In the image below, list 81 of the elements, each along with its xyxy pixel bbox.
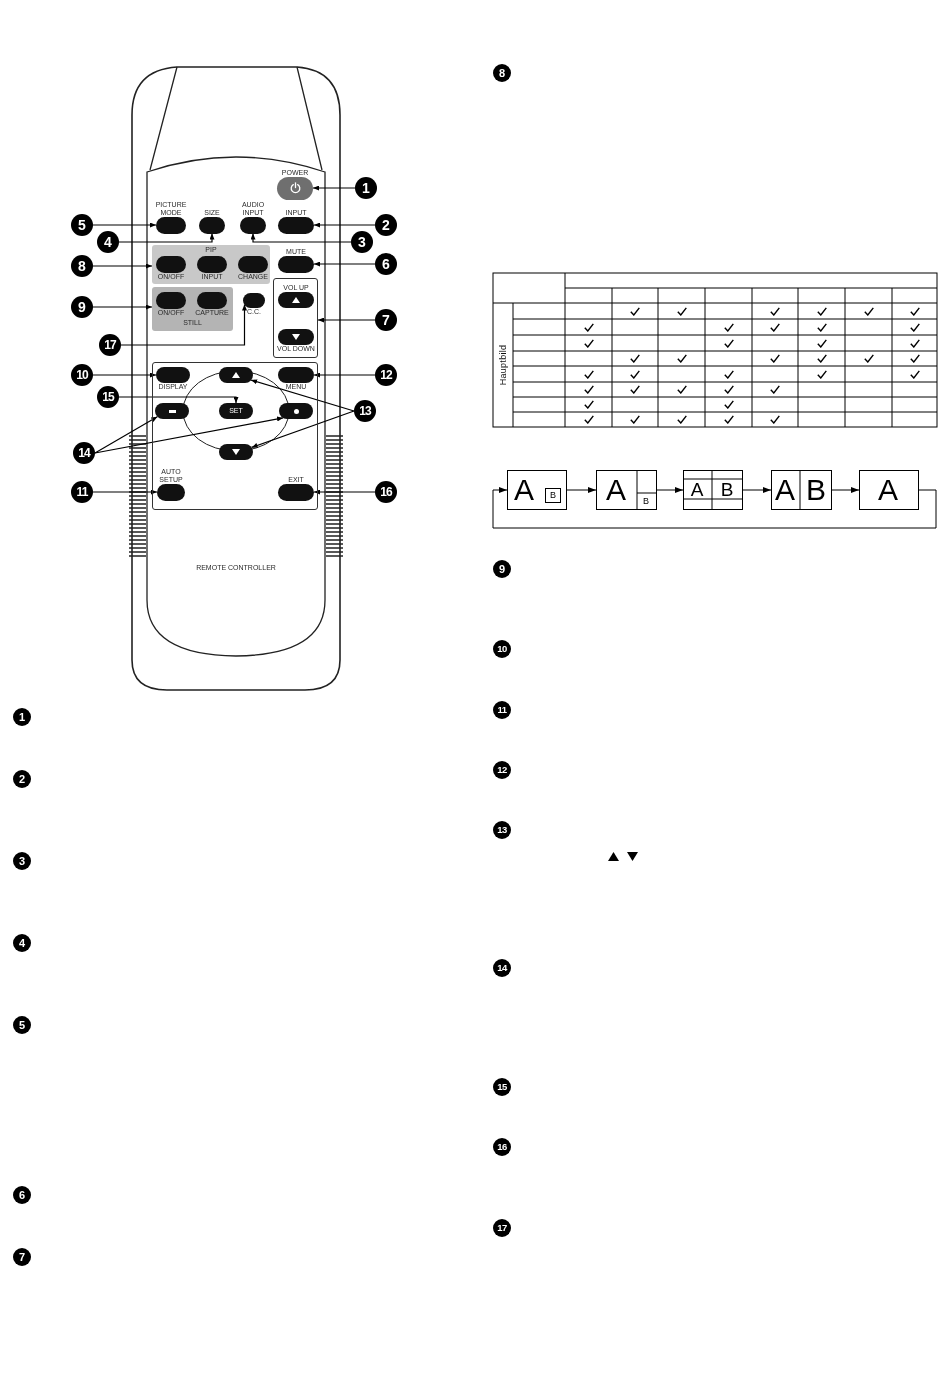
callout-number: 17 (99, 334, 121, 356)
callout-number: 14 (493, 959, 511, 977)
callout-number: 14 (73, 442, 95, 464)
callout-number: 4 (97, 231, 119, 253)
picture-letter: A (514, 475, 534, 505)
screen-layout (507, 470, 567, 510)
callout-number: 17 (493, 1219, 511, 1237)
callout-number: 4 (13, 934, 31, 952)
screen-layout (683, 470, 743, 510)
screen-layout (596, 470, 657, 510)
callout-number: 13 (493, 821, 511, 839)
flow-arrow (492, 487, 937, 529)
button-group-frame (152, 362, 318, 510)
callout-number: 11 (493, 701, 511, 719)
callout-number: 11 (71, 481, 93, 503)
leader-line (313, 372, 376, 378)
leader-line (92, 372, 157, 378)
leader-line (120, 303, 247, 346)
callout-number: 10 (493, 640, 511, 658)
picture-letter: B (643, 496, 649, 506)
screen-layout (771, 470, 832, 510)
callout-number: 15 (97, 386, 119, 408)
callout-number: 12 (375, 364, 397, 386)
callout-number: 12 (493, 761, 511, 779)
callout-number: 8 (493, 64, 511, 82)
callout-number: 15 (493, 1078, 511, 1096)
callout-number: 6 (13, 1186, 31, 1204)
picture-letter: B (806, 475, 826, 505)
leader-line (92, 304, 153, 310)
callout-number: 5 (13, 1016, 31, 1034)
picture-letter: A (878, 475, 898, 505)
callout-number: 1 (13, 708, 31, 726)
button-panel (152, 287, 233, 331)
picture-letter: A (606, 475, 626, 505)
leader-line (313, 222, 376, 228)
leader-line (118, 396, 239, 404)
callout-number: 6 (375, 253, 397, 275)
leader-line (312, 185, 356, 191)
picture-letter: B (720, 479, 734, 499)
flow-arrow (656, 487, 684, 493)
remote-button (155, 403, 189, 419)
remote-button (279, 403, 313, 419)
leader-line (118, 232, 215, 243)
callout-number: 9 (71, 296, 93, 318)
callout-number: 10 (71, 364, 93, 386)
flow-arrow (742, 487, 772, 493)
leader-line (92, 263, 153, 269)
leader-line (317, 317, 376, 323)
callout-number: 8 (71, 255, 93, 277)
leader-line (92, 489, 158, 495)
callout-number: 16 (375, 481, 397, 503)
leader-line (251, 410, 355, 448)
callout-number: 2 (375, 214, 397, 236)
callout-number: 13 (354, 400, 376, 422)
callout-number: 7 (375, 309, 397, 331)
screen-layout (859, 470, 919, 510)
remote-button (219, 444, 253, 460)
flow-arrow (831, 487, 860, 493)
picture-letter: A (690, 479, 704, 499)
callout-number: 5 (71, 214, 93, 236)
remote-button (219, 367, 253, 383)
leader-line (313, 489, 376, 495)
callout-number: 9 (493, 560, 511, 578)
callout-number: 1 (355, 177, 377, 199)
callout-number: 16 (493, 1138, 511, 1156)
leader-line (313, 261, 376, 267)
button-panel (152, 245, 270, 284)
row-group-label: Hauptbild (498, 344, 508, 386)
button-group-frame (273, 278, 318, 358)
callout-number: 2 (13, 770, 31, 788)
leader-line (94, 416, 284, 454)
inset-window: B (545, 488, 561, 503)
callout-number: 7 (13, 1248, 31, 1266)
leader-line (250, 379, 355, 412)
leader-line (250, 232, 352, 243)
leader-line (92, 222, 157, 228)
picture-letter: A (775, 475, 795, 505)
leader-line (94, 416, 158, 454)
flow-arrow (566, 487, 597, 493)
callout-number: 3 (13, 852, 31, 870)
callout-number: 3 (351, 231, 373, 253)
